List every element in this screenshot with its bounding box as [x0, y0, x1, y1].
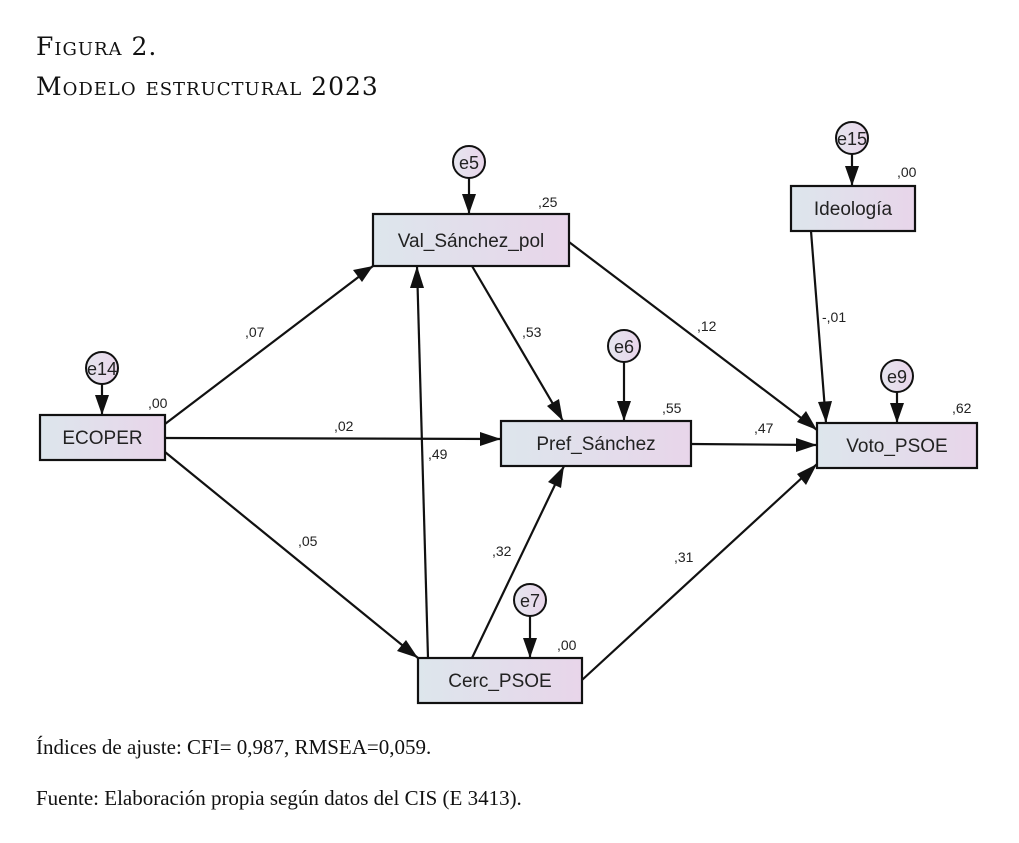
arrowhead — [890, 403, 904, 423]
errors-layer: e14 e5 e15 e6 e9 e7 — [85, 121, 914, 617]
coefficients-layer: ,07 ,02 ,05 ,49 ,53 ,12 -,01 ,47 ,32 ,31 — [245, 309, 846, 565]
source-note: Fuente: Elaboración propia según datos d… — [36, 786, 522, 810]
figure-label: Figura 2. — [36, 32, 158, 61]
node-label: ECOPER — [62, 428, 142, 449]
path-val-voto — [568, 241, 818, 431]
node-label: Ideología — [814, 199, 893, 220]
node-ecoper: ECOPER ,00 — [38, 395, 168, 462]
error-path-e9 — [890, 392, 904, 423]
arrowhead — [845, 166, 859, 186]
arrowhead — [523, 638, 537, 658]
path-ecoper-cerc — [164, 451, 419, 659]
nodes-layer: ECOPER ,00 Val_Sánchez_pol ,25 Ideología… — [38, 164, 979, 705]
paths-layer — [95, 154, 904, 681]
path-ecoper-pref — [164, 432, 502, 446]
r2-label: ,25 — [538, 194, 558, 210]
coef-val-voto: ,12 — [697, 318, 717, 334]
node-cerc-psoe: Cerc_PSOE ,00 — [416, 637, 584, 705]
coef-cerc-val: ,49 — [428, 446, 448, 462]
node-ideologia: Ideología ,00 — [789, 164, 917, 233]
arrowhead — [548, 466, 564, 488]
r2-label: ,62 — [952, 400, 972, 416]
coef-ideo-voto: -,01 — [822, 309, 846, 325]
path-val-pref — [471, 265, 564, 422]
node-label: Val_Sánchez_pol — [398, 231, 544, 252]
path-cerc-voto — [581, 463, 818, 681]
r2-label: ,00 — [557, 637, 577, 653]
error-e15: e15 — [835, 121, 869, 155]
coef-ecoper-cerc: ,05 — [298, 533, 318, 549]
figure-title: Modelo estructural 2023 — [36, 72, 379, 101]
coef-pref-voto: ,47 — [754, 420, 774, 436]
r2-label: ,00 — [148, 395, 168, 411]
path-pref-voto — [690, 438, 818, 452]
arrowhead — [797, 464, 817, 485]
path-cerc-val — [410, 265, 430, 659]
coef-ecoper-pref: ,02 — [334, 418, 354, 434]
coef-cerc-pref: ,32 — [492, 543, 512, 559]
arrowhead — [818, 401, 832, 423]
node-voto-psoe: Voto_PSOE ,62 — [815, 400, 979, 470]
error-label: e9 — [887, 367, 907, 387]
node-val-sanchez-pol: Val_Sánchez_pol ,25 — [371, 194, 571, 268]
coef-cerc-voto: ,31 — [674, 549, 694, 565]
error-path-e6 — [617, 362, 631, 421]
arrowhead — [796, 438, 817, 452]
error-e5: e5 — [452, 145, 486, 179]
error-label: e7 — [520, 591, 540, 611]
error-e6: e6 — [607, 329, 641, 363]
arrowhead — [410, 266, 424, 288]
r2-label: ,55 — [662, 400, 682, 416]
error-label: e15 — [837, 129, 867, 149]
error-label: e5 — [459, 153, 479, 173]
arrowhead — [95, 395, 109, 415]
arrowhead — [480, 432, 501, 446]
arrowhead — [547, 399, 563, 421]
r2-label: ,00 — [897, 164, 917, 180]
arrowhead — [797, 411, 817, 430]
path-ideo-voto — [809, 230, 832, 424]
node-label: Voto_PSOE — [846, 436, 947, 457]
node-label: Cerc_PSOE — [448, 671, 551, 692]
path-ecoper-val — [164, 265, 374, 425]
arrowhead — [462, 194, 476, 214]
error-e9: e9 — [880, 359, 914, 393]
coef-ecoper-val: ,07 — [245, 324, 265, 340]
error-path-e14 — [95, 384, 109, 415]
arrowhead — [617, 401, 631, 421]
error-label: e14 — [87, 359, 117, 379]
path-cerc-pref — [471, 465, 565, 659]
error-path-e7 — [523, 616, 537, 658]
arrowhead — [397, 640, 418, 658]
arrowhead — [353, 266, 373, 282]
fit-indices-note: Índices de ajuste: CFI= 0,987, RMSEA=0,0… — [36, 735, 432, 759]
error-path-e5 — [462, 178, 476, 214]
coef-val-pref: ,53 — [522, 324, 542, 340]
error-e14: e14 — [85, 351, 119, 385]
node-label: Pref_Sánchez — [536, 434, 655, 455]
node-pref-sanchez: Pref_Sánchez ,55 — [499, 400, 693, 468]
error-label: e6 — [614, 337, 634, 357]
error-e7: e7 — [513, 583, 547, 617]
error-path-e15 — [845, 154, 859, 186]
